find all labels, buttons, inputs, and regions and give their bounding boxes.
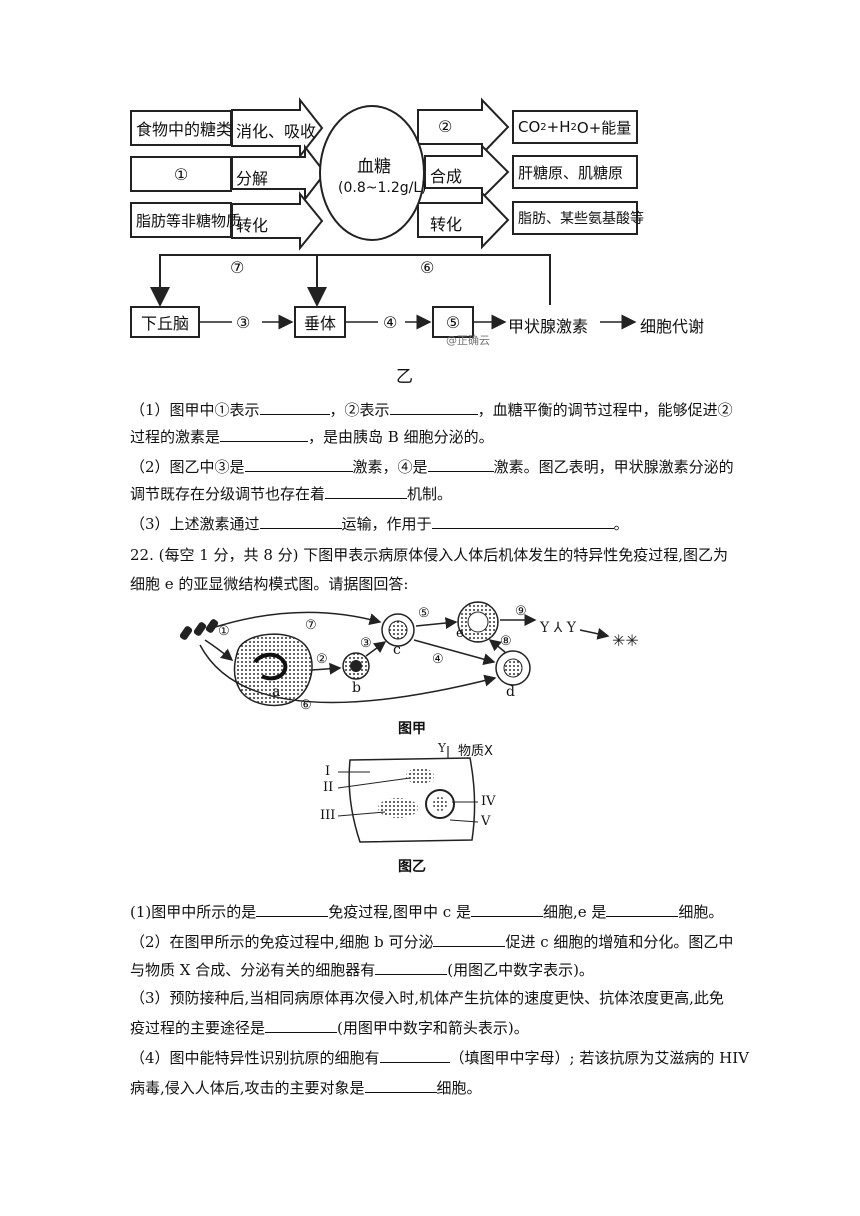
q22-p1-text-a: (1)图甲中所示的是 [130, 903, 256, 921]
fig-b-substance-x: 物质X [458, 740, 493, 759]
q22-p4-text-c: 病毒,侵入人体后,攻击的主要对象是 [130, 1079, 365, 1097]
fig-a-label-8: ⑧ [500, 634, 512, 649]
answer-blank[interactable] [606, 900, 678, 917]
answer-blank[interactable] [265, 1016, 337, 1033]
substance-x-glyph: Y [437, 741, 447, 755]
antigen-antibody-complex: ✳✳ [612, 631, 639, 650]
answer-blank[interactable] [365, 1076, 437, 1093]
q22-p4-text-a: （4）图中能特异性识别抗原的细胞有 [130, 1049, 380, 1067]
pathogen-rod [179, 625, 194, 641]
q22-line-4: （3）预防接种后,当相同病原体再次侵入时,机体产生抗体的速度更快、抗体浓度更高,… [130, 988, 724, 1008]
fig-a-cell-b: b [352, 680, 361, 696]
answer-blank[interactable] [433, 930, 505, 947]
q22-p3-text-b: 疫过程的主要途径是 [130, 1019, 265, 1037]
q22-p2-text-a: （2）在图甲所示的免疫过程中,细胞 b 可分泌 [130, 933, 433, 951]
q22-p2-text-c: 与物质 X 合成、分泌有关的细胞器有 [130, 961, 375, 979]
q22-line-3: 与物质 X 合成、分泌有关的细胞器有 (用图乙中数字表示)。 [130, 958, 594, 980]
q22-line-7: 病毒,侵入人体后,攻击的主要对象是 细胞。 [130, 1076, 482, 1098]
fig-b-label-V: V [481, 814, 490, 829]
q22-line-2: （2）在图甲所示的免疫过程中,细胞 b 可分泌 促进 c 细胞的增殖和分化。图乙中 [130, 930, 733, 952]
answer-blank[interactable] [256, 900, 328, 917]
fig-b-label-I: I [325, 764, 330, 779]
q22-p1-text-b: 免疫过程,图甲中 c 是 [328, 903, 471, 921]
fig-a-label-1: ① [218, 624, 230, 639]
fig-b-label-IV: IV [481, 794, 496, 809]
er [378, 798, 418, 818]
q22-p3-text-c: (用图甲中数字和箭头表示)。 [337, 1019, 529, 1037]
arrow-five [416, 622, 456, 626]
fig-a-cell-d: d [506, 684, 515, 700]
q22-p2-text-d: (用图乙中数字表示)。 [447, 961, 594, 979]
fig-a-label-3: ③ [360, 636, 372, 651]
q22-line-6: （4）图中能特异性识别抗原的细胞有 （填图甲中字母）; 若该抗原为艾滋病的 HIV [130, 1046, 749, 1068]
arrow-seven [212, 612, 380, 628]
fig-a-label-5: ⑤ [418, 606, 430, 621]
arrow-four [414, 640, 494, 662]
q22-p1-text-c: 细胞,e 是 [543, 903, 606, 921]
fig-b-caption: 图乙 [398, 856, 426, 876]
cell-d-nucleus [504, 659, 522, 677]
immune-process-figure: Y ⅄ Y ✳✳ Y [0, 0, 860, 900]
answer-blank[interactable] [375, 958, 447, 975]
pathogen-rod [193, 621, 208, 637]
q22-line-5: 疫过程的主要途径是 (用图甲中数字和箭头表示)。 [130, 1016, 529, 1038]
antibody-glyphs: Y ⅄ Y [539, 620, 577, 636]
q22-p2-text-b: 促进 c 细胞的增殖和分化。图乙中 [505, 933, 733, 951]
answer-blank[interactable] [471, 900, 543, 917]
fig-a-label-2: ② [316, 652, 328, 667]
fig-a-cell-e: e [456, 626, 464, 641]
q22-p4-text-b: （填图甲中字母）; 若该抗原为艾滋病的 HIV [450, 1049, 749, 1067]
fig-a-label-6: ⑥ [300, 698, 312, 713]
cell-b-nucleus [350, 660, 362, 672]
golgi [406, 768, 434, 784]
fig-a-caption: 图甲 [398, 718, 426, 738]
q22-line-1: (1)图甲中所示的是 免疫过程,图甲中 c 是 细胞,e 是 细胞。 [130, 900, 723, 922]
fig-a-cell-a: a [272, 684, 280, 700]
fig-b-label-III: III [320, 808, 335, 823]
answer-blank[interactable] [380, 1046, 450, 1063]
q22-p1-text-d: 细胞。 [678, 903, 723, 921]
cell-c-nucleus [389, 621, 407, 639]
arrow-two [312, 668, 340, 670]
fig-b-label-II: II [323, 780, 333, 795]
arrow-one [205, 640, 232, 660]
fig-a-label-7: ⑦ [305, 618, 317, 633]
fig-a-label-9: ⑨ [515, 604, 527, 619]
fig-a-cell-c: c [393, 642, 401, 658]
arrow-to-complex [580, 630, 608, 636]
fig-a-label-4: ④ [432, 652, 444, 667]
q22-p4-text-d: 细胞。 [437, 1079, 482, 1097]
cell-e-nucleus [468, 612, 488, 632]
nucleus-inner [433, 797, 447, 811]
